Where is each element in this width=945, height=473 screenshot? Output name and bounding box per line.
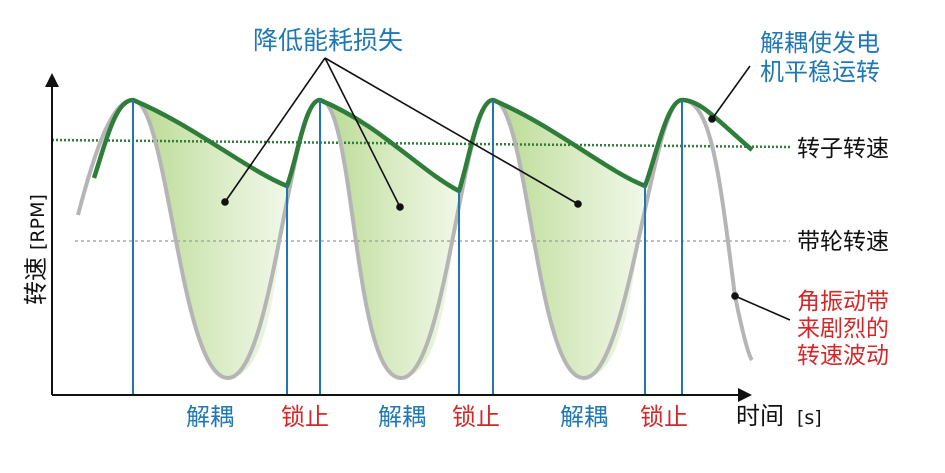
x-axis-unit: [s] [797, 407, 822, 429]
decouple-smooth-label-line2: 机平稳运转 [760, 58, 880, 86]
lock-phase-label: 锁止 [281, 403, 329, 431]
oscillation-label-line3: 转速波动 [797, 343, 889, 369]
svg-text:转速: 转速 [22, 257, 50, 305]
oscillation-label-line1: 角振动带 [797, 289, 889, 315]
decouple-smooth-pointer [708, 65, 751, 123]
phase-markers [132, 100, 683, 395]
x-axis-label: 时间 [736, 402, 784, 430]
rotor-speed-curve [91, 97, 754, 194]
energy-loss-label: 降低能耗损失 [253, 26, 403, 55]
rotor-speed-label: 转子转速 [797, 136, 889, 162]
loss-area [493, 100, 645, 378]
energy-loss-pointers [221, 57, 582, 211]
decouple-phase-label: 解耦 [560, 403, 608, 431]
svg-text:[RPM]: [RPM] [27, 194, 49, 250]
belt-speed-label: 带轮转速 [797, 229, 889, 255]
y-axis-label: 转速 [RPM] [22, 194, 50, 305]
rotor-speed-reference-line [51, 138, 791, 149]
oscillation-label-line2: 来剧烈的 [797, 316, 889, 342]
phase-labels: 解耦锁止解耦锁止解耦锁止 [186, 403, 688, 431]
decouple-smooth-label-line1: 解耦使发电 [760, 29, 880, 57]
decouple-phase-label: 解耦 [186, 403, 234, 431]
lock-phase-label: 锁止 [452, 403, 500, 431]
decouple-phase-label: 解耦 [378, 403, 426, 431]
oscillation-pointer [731, 292, 791, 321]
lock-phase-label: 锁止 [640, 403, 688, 431]
